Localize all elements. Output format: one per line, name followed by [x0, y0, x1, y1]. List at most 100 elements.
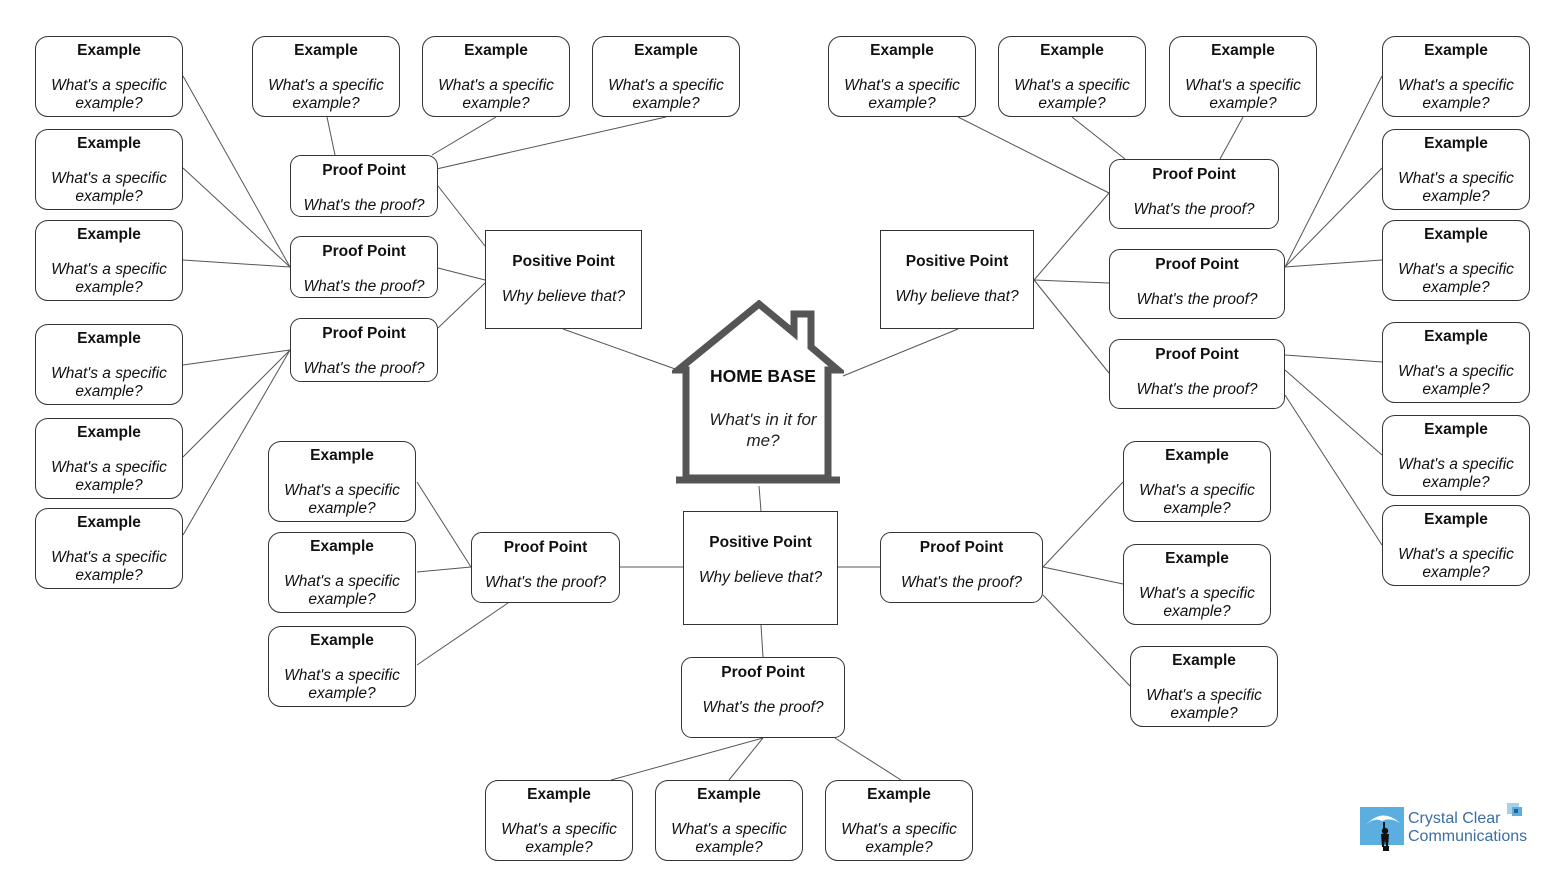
company-logo: Crystal Clear Communications [1360, 800, 1540, 856]
proof-point-box-title: Proof Point [919, 539, 1004, 556]
example-box-title: Example [294, 42, 358, 59]
example-box-question: What's a specific example? [51, 261, 167, 296]
connector-line [182, 349, 291, 536]
connector-line [1284, 369, 1383, 456]
connector-line [431, 116, 667, 171]
connector-line [1042, 481, 1124, 568]
connector-line [182, 349, 291, 366]
proof-point-box-question: What's the proof? [1133, 201, 1255, 218]
connector-line [326, 116, 336, 156]
proof-point-box-title: Proof Point [1155, 346, 1239, 363]
positive-point-box-title: Positive Point [905, 253, 1009, 270]
connector-line [758, 485, 762, 512]
example-box-title: Example [1424, 511, 1488, 528]
example-box-title: Example [870, 42, 934, 59]
proof-point-box-question: What's the proof? [702, 699, 824, 716]
connector-line [182, 259, 291, 268]
positive-point-box-title: Positive Point [512, 253, 615, 270]
example-box-question: What's a specific example? [1398, 456, 1514, 491]
example-box-title: Example [1040, 42, 1104, 59]
example-box-title: Example [1424, 135, 1488, 152]
connector-line [182, 349, 291, 458]
example-box-title: Example [1211, 42, 1275, 59]
connector-line [431, 116, 497, 156]
proof-point-box-question: What's the proof? [303, 360, 425, 377]
proof-point-box-question: What's the proof? [303, 278, 425, 295]
example-box-title: Example [77, 135, 141, 152]
example-box-question: What's a specific example? [1398, 546, 1514, 581]
example-box-question: What's a specific example? [671, 821, 787, 856]
home-base-subtitle: What's in it for me? [709, 410, 817, 450]
example-box-question: What's a specific example? [284, 482, 400, 517]
house-shape [672, 300, 844, 484]
example-box-title: Example [77, 42, 141, 59]
positive-point-box-question: Why believe that? [895, 288, 1019, 305]
brand-name-line2: Communications [1408, 828, 1528, 845]
example-box-title: Example [634, 42, 698, 59]
example-box-title: Example [464, 42, 528, 59]
example-box-question: What's a specific example? [841, 821, 957, 856]
connector-line [1284, 354, 1383, 363]
example-box-title: Example [310, 538, 374, 555]
connector-line [957, 116, 1110, 194]
example-box-title: Example [1165, 550, 1229, 567]
connector-line [562, 328, 679, 371]
example-box-title: Example [310, 632, 374, 649]
example-box-question: What's a specific example? [1139, 482, 1255, 517]
example-box-title: Example [310, 447, 374, 464]
connector-line [1033, 192, 1110, 281]
figure-under-umbrella-icon [1360, 807, 1404, 851]
example-box-question: What's a specific example? [284, 667, 400, 702]
connector-line [1284, 259, 1383, 268]
brand-corner-icon [1507, 803, 1522, 816]
proof-point-box-title: Proof Point [1152, 166, 1236, 183]
example-box-question: What's a specific example? [284, 573, 400, 608]
example-box-question: What's a specific example? [1014, 77, 1130, 112]
example-box-question: What's a specific example? [1398, 363, 1514, 398]
connector-line [1284, 75, 1383, 268]
positive-point-box-title: Positive Point [709, 534, 812, 551]
example-box-title: Example [867, 786, 931, 803]
brand-name-line1: Crystal Clear [1408, 810, 1501, 827]
proof-point-box-question: What's the proof? [901, 574, 1022, 591]
connector-line [1284, 394, 1383, 546]
proof-point-box-question: What's the proof? [485, 574, 606, 591]
positive-point-box-question: Why believe that? [698, 569, 823, 586]
example-box-question: What's a specific example? [1185, 77, 1301, 112]
connector-line [437, 282, 486, 329]
proof-point-box-question: What's the proof? [303, 197, 425, 214]
connector-line [760, 624, 764, 658]
example-box-question: What's a specific example? [51, 459, 167, 494]
example-box-title: Example [1172, 652, 1236, 669]
example-box-question: What's a specific example? [1398, 77, 1514, 112]
connector-line [416, 602, 509, 666]
positive-point-box-question: Why believe that? [501, 288, 626, 305]
example-box-question: What's a specific example? [1146, 687, 1262, 722]
connector-line [834, 737, 902, 781]
example-box-question: What's a specific example? [51, 549, 167, 584]
example-box-title: Example [77, 424, 141, 441]
connector-line [1042, 566, 1124, 585]
